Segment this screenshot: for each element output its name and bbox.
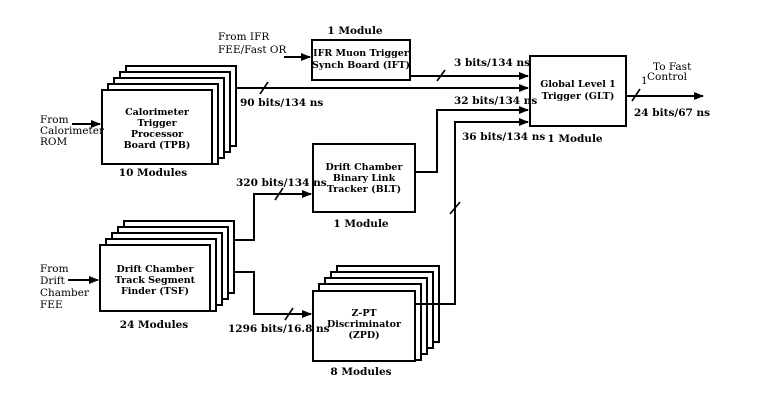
input-ifr-label: FEE/Fast OR [218,44,288,56]
input-calorimeter-label: Calorimeter [40,125,105,137]
tsf-front-box [99,244,211,312]
tpb-label: Board (TPB) [124,140,191,151]
zpd-glt-wire [415,118,529,305]
tsf-zpd-rate-label: 1296 bits/16.8 ns [228,323,330,335]
input-calorimeter: From Calorimeter ROM [40,114,105,148]
zpd-label: Z-PT [351,308,376,319]
tsf-blt-wire [234,190,312,241]
bus-slash [284,307,294,321]
bus-slash [274,187,284,201]
glt-label: Trigger (GLT) [542,91,615,102]
tpb-label: Processor [131,129,184,140]
ift-glt-rate-label: 3 bits/134 ns [454,57,530,69]
glt-block: Global Level 1 Trigger (GLT) 1 Module [529,55,627,145]
tpb-count-label: 10 Modules [119,167,188,179]
tsf-count-label: 24 Modules [120,319,189,331]
glt-count-label: 1 Module [547,133,603,145]
glt-label: Global Level 1 [540,79,616,90]
tpb-glt-rate-label: 90 bits/134 ns [240,97,323,109]
tsf-label: Track Segment [115,275,196,286]
blt-label: Tracker (BLT) [327,184,401,195]
blt-label: Drift Chamber [325,162,403,173]
tsf-label: Finder (TSF) [121,286,189,297]
output-label: To Fast [653,61,692,73]
bus-slash [449,201,461,215]
ift-label: IFR Muon Trigger [313,48,410,59]
zpd-glt-rate-label: 36 bits/134 ns [462,131,545,143]
output-marker: 1 [641,75,648,87]
blt-label: Binary Link [333,173,396,184]
input-ifr-label: From IFR [218,31,270,43]
glt-box [529,55,627,127]
tsf-label: Drift Chamber [116,264,194,275]
tpb-label: Trigger [137,118,177,129]
output-label: Control [647,71,688,83]
blt-count-label: 1 Module [333,218,389,230]
blt-block: Drift Chamber Binary Link Tracker (BLT) … [312,143,416,230]
link-zpd-glt: 36 bits/134 ns [415,118,545,305]
input-calorimeter-label: ROM [40,136,68,148]
zpd-block: Z-PT Discriminator (ZPD) 8 Modules [312,265,440,378]
tsf-block: Drift Chamber Track Segment Finder (TSF)… [99,220,235,331]
bus-slash [259,81,269,95]
link-ift-glt: 3 bits/134 ns [410,57,530,82]
input-drift-chamber: From Drift Chamber FEE [40,263,99,311]
input-calorimeter-label: From [40,114,69,126]
link-glt-output: 1 To Fast Control 24 bits/67 ns [626,61,710,119]
input-drift-label: From [40,263,69,275]
input-drift-label: Drift [40,275,66,287]
ift-count-label: 1 Module [327,25,383,37]
link-tsf-blt: 320 bits/134 ns [234,177,327,241]
link-blt-glt: 32 bits/134 ns [415,95,537,173]
zpd-count-label: 8 Modules [330,366,391,378]
zpd-label: Discriminator [327,319,402,330]
tsf-blt-rate-label: 320 bits/134 ns [236,177,327,189]
input-drift-label: FEE [40,299,63,311]
blt-glt-rate-label: 32 bits/134 ns [454,95,537,107]
ift-box [311,39,411,81]
input-drift-label: Chamber [40,287,90,299]
tsf-zpd-wire [234,271,312,318]
glt-output-rate-label: 24 bits/67 ns [634,107,710,119]
link-tsf-zpd: 1296 bits/16.8 ns [228,271,330,335]
blt-box [312,143,416,213]
tpb-label: Calorimeter [125,107,190,118]
input-ifr: From IFR FEE/Fast OR [218,31,311,61]
bus-slash [436,69,446,82]
link-tpb-glt: 90 bits/134 ns [236,81,529,109]
bus-slash [631,88,641,102]
ift-block: IFR Muon Trigger Synch Board (IFT) 1 Mod… [311,25,411,81]
tpb-block: Calorimeter Trigger Processor Board (TPB… [101,65,237,179]
tpb-front-box [101,89,213,165]
zpd-label: (ZPD) [348,330,379,341]
zpd-front-box [312,290,416,362]
blt-glt-wire [415,106,529,173]
ift-label: Synch Board (IFT) [312,60,410,71]
